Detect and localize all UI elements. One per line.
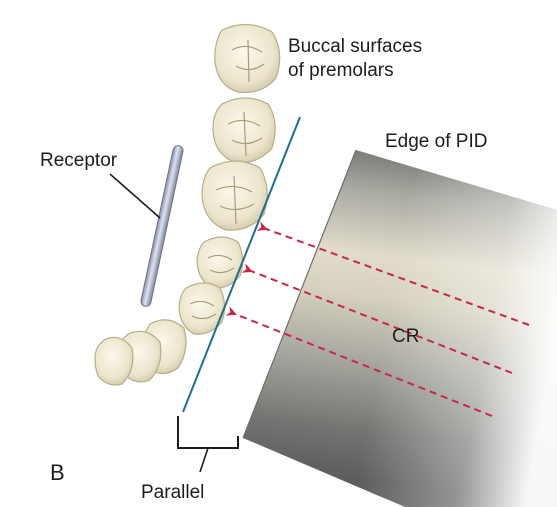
tooth-icon (212, 97, 276, 164)
panel-label: B (50, 460, 65, 485)
buccal-reference-line (182, 116, 301, 413)
receptor (140, 145, 184, 307)
receptor-icon (140, 145, 184, 307)
tooth-icon (201, 160, 268, 231)
receptor-leader (109, 173, 161, 219)
tooth-icon (196, 236, 244, 289)
buccal-surfaces-label: Buccal surfaces (288, 36, 423, 57)
bracket-icon (177, 416, 239, 449)
parallel-leader (199, 447, 209, 473)
central-rays (225, 221, 530, 417)
tooth-icon (214, 23, 281, 94)
edge-of-pid-label: Edge of PID (385, 131, 488, 152)
arrow-icon (256, 221, 530, 326)
central-ray-label: CR (392, 326, 420, 347)
arrow-icon (225, 306, 493, 417)
receptor-label: Receptor (40, 150, 118, 171)
teeth (94, 23, 281, 386)
parallel-label: Parallel (141, 482, 205, 503)
tooth-icon (94, 336, 134, 386)
pid-edge (242, 149, 357, 439)
tooth-icon (178, 282, 226, 335)
arrow-icon (241, 263, 513, 374)
premolars-label: of premolars (288, 60, 394, 81)
